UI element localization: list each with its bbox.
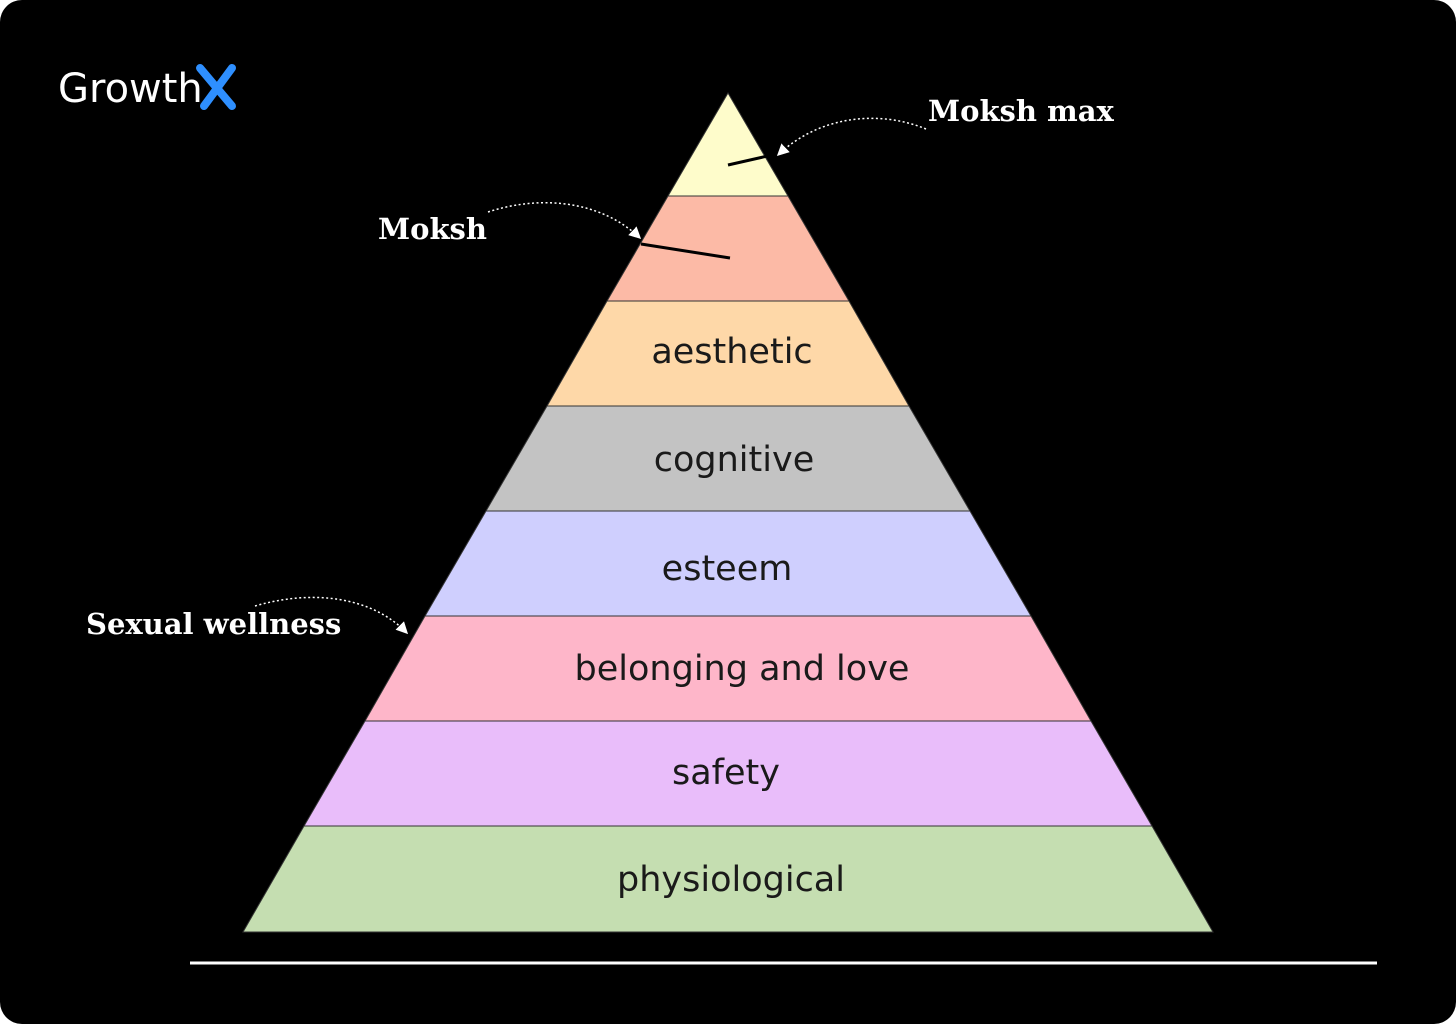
tier-physiological <box>242 825 1214 933</box>
moksh-max-arrow <box>776 117 927 157</box>
tier-label-belonging-and-love: belonging and love <box>575 649 910 689</box>
tier-label-physiological: physiological <box>617 860 845 900</box>
moksh-arrow <box>487 201 642 240</box>
tier-moksh <box>606 195 850 302</box>
tier-moksh-max <box>667 92 789 197</box>
annotation-moksh: Moksh <box>378 212 487 246</box>
pyramid-tiers <box>242 92 1214 933</box>
annotation-sexual-wellness: Sexual wellness <box>86 607 341 641</box>
growthx-logo: Growth <box>58 64 236 112</box>
tier-label-esteem: esteem <box>662 549 793 589</box>
moksh-max-marker-line <box>727 153 773 167</box>
tier-label-aesthetic: aesthetic <box>651 332 812 372</box>
logo-text: Growth <box>58 66 203 112</box>
tier-label-cognitive: cognitive <box>654 440 814 480</box>
tier-label-safety: safety <box>672 753 780 793</box>
annotation-moksh-max: Moksh max <box>928 94 1115 128</box>
moksh-marker-line <box>640 242 731 260</box>
logo-x-mark <box>196 64 236 110</box>
